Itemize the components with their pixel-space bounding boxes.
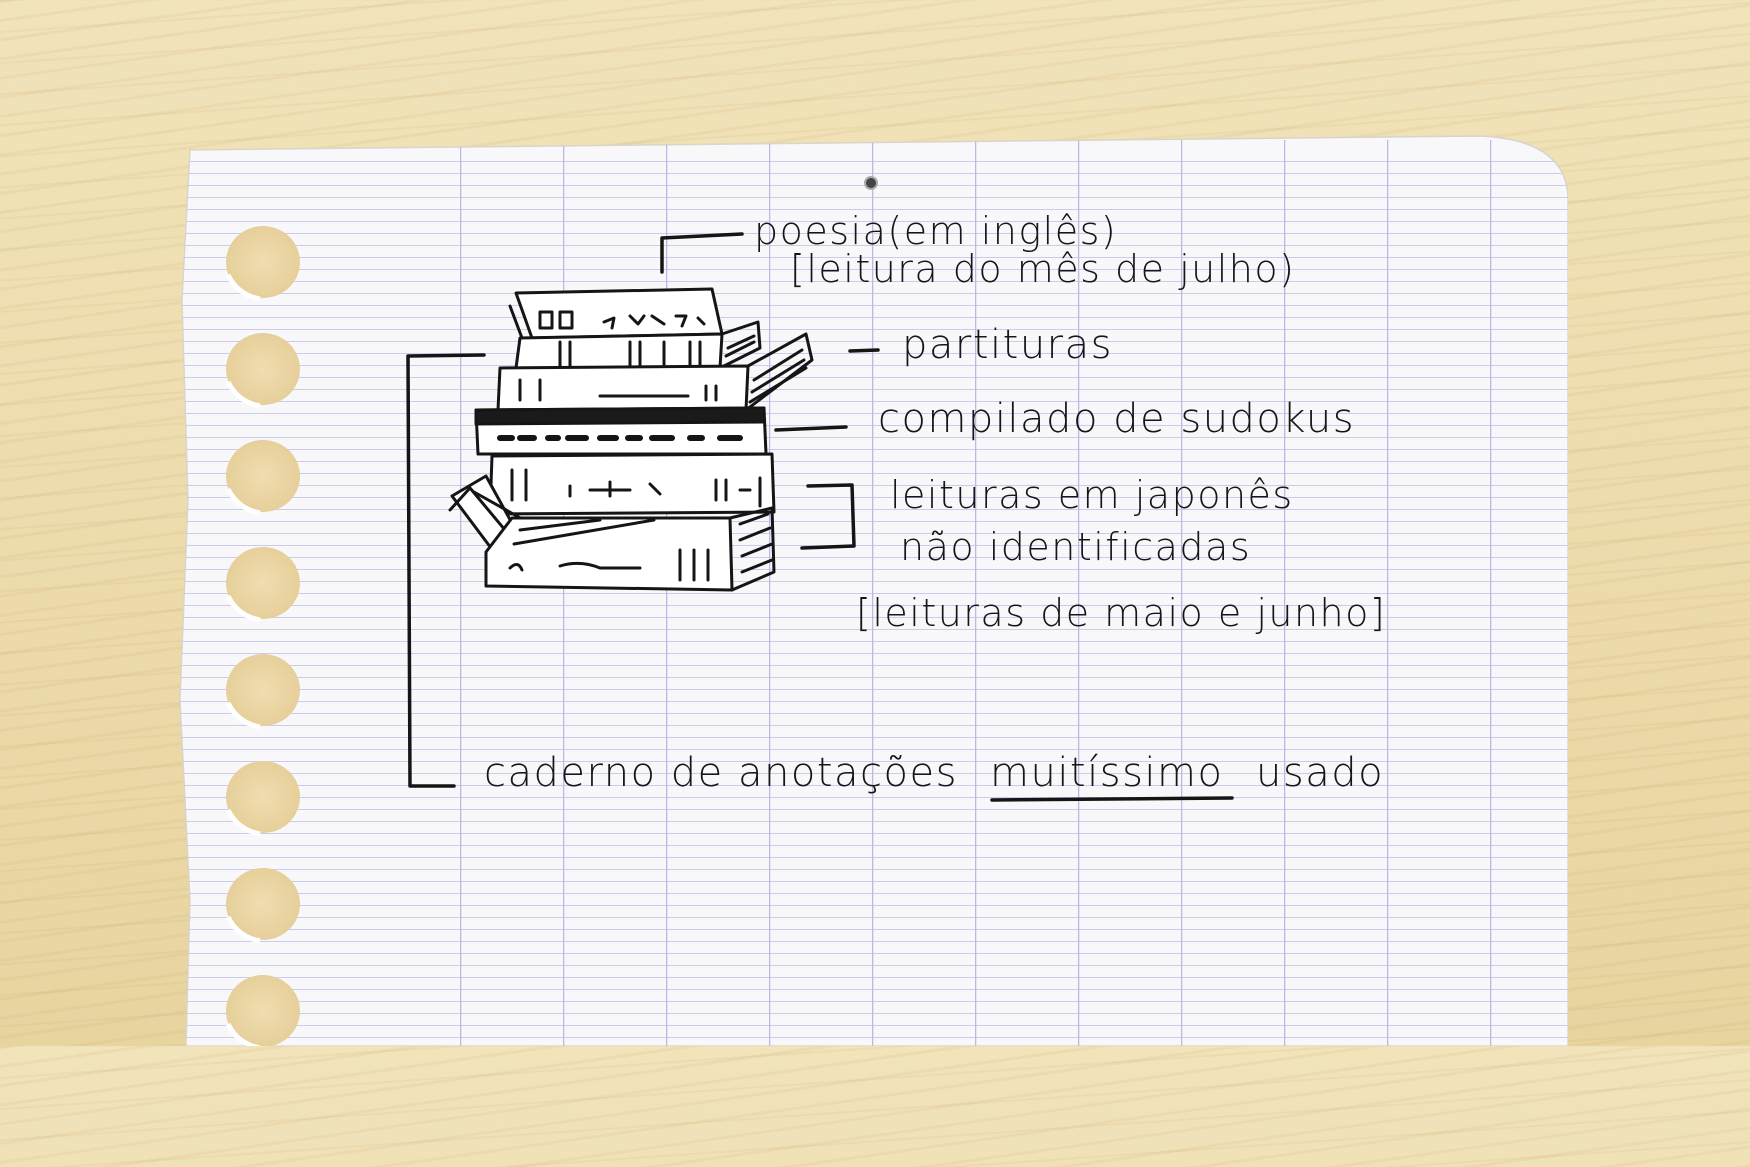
annotation-lines (406, 232, 1234, 802)
sheet-music-leader-line (848, 348, 880, 353)
japanese-bracket (800, 483, 856, 550)
book-icon (474, 406, 768, 456)
book-icon (488, 452, 776, 516)
punch-hole-icon (225, 226, 300, 302)
punch-hole-icon (225, 654, 300, 730)
pin-icon (864, 176, 878, 190)
sudoku-leader-line (774, 425, 848, 432)
notebook-label-emphasis: muitíssimo (990, 750, 1223, 796)
book-icon (514, 320, 762, 370)
notebook-paper (179, 135, 1568, 1046)
book-icon (508, 287, 724, 340)
july-reading-label: [leitura do mês de julho) (790, 247, 1295, 291)
notebook-bracket (406, 353, 486, 788)
notebook-label-suffix: usado (1256, 750, 1384, 796)
poetry-label: poesia(em inglês) (754, 209, 1117, 253)
punch-hole-icon (225, 547, 300, 623)
handwritten-labels: poesia(em inglês) [leitura do mês de jul… (484, 209, 1386, 796)
emphasis-underline (990, 796, 1234, 802)
notebook-label-prefix: caderno de anotações (484, 750, 958, 796)
book-stack-drawing (448, 287, 814, 592)
notebook-photo-scene: poesia(em inglês) [leitura do mês de jul… (179, 135, 1568, 1046)
book-icon (484, 506, 776, 592)
sudoku-label: compilado de sudokus (878, 396, 1355, 442)
poetry-leader-line (660, 232, 744, 274)
sheet-music-label: partituras (902, 322, 1113, 368)
punch-hole-icon (225, 440, 300, 516)
punch-holes (225, 226, 300, 1046)
japanese-label-line1: leituras em japonês (890, 473, 1294, 517)
punch-hole-icon (225, 975, 300, 1046)
japanese-label-line2: não identificadas (900, 525, 1251, 569)
may-june-label: [leituras de maio e junho] (856, 591, 1386, 635)
punch-hole-icon (225, 333, 300, 409)
punch-hole-icon (225, 868, 300, 944)
punch-hole-icon (225, 761, 300, 837)
